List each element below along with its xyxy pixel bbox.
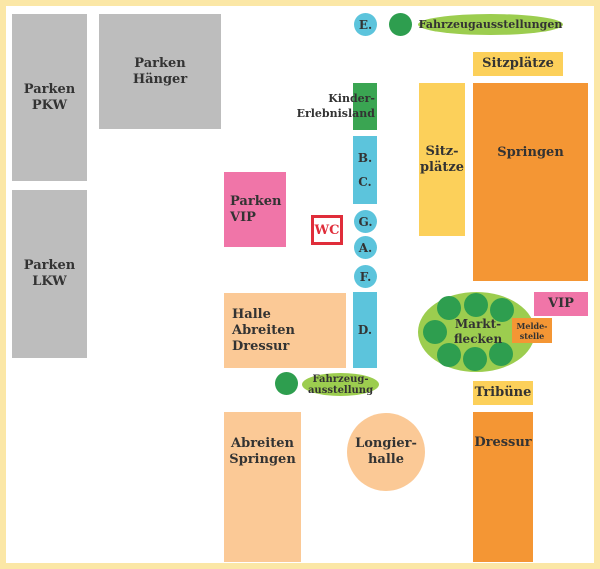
- fahrzeugausstellungen: Fahrzeugausstellungen: [418, 14, 563, 35]
- sitzplaetze-top: Sitzplätze: [473, 52, 563, 76]
- entrance-a: A.: [354, 236, 377, 259]
- tribuene: Tribüne: [473, 381, 533, 405]
- parking-haenger: Parken Hänger: [99, 14, 221, 129]
- tree-top: [389, 13, 412, 36]
- dressur-arena: Dressur: [473, 412, 533, 562]
- entrance-f: F.: [354, 265, 377, 288]
- tree-lower: [275, 372, 298, 395]
- meldestelle-label: Melde- stelle: [516, 320, 548, 341]
- entrance-f-label: F.: [359, 269, 372, 284]
- halle-abreiten-dressur: Halle Abreiten Dressur: [224, 293, 346, 368]
- market-tree-2: [464, 293, 488, 317]
- entrance-bc-label: B. C.: [357, 151, 373, 189]
- fahrzeugausstellung-label: Fahrzeug- ausstellung: [307, 373, 374, 396]
- market-tree-5: [437, 343, 461, 367]
- sitzplaetze-top-label: Sitzplätze: [482, 56, 554, 71]
- parking-vip: Parken VIP: [224, 172, 286, 247]
- longierhalle-label: Longier- halle: [355, 436, 417, 467]
- parking-haenger-label: Parken Hänger: [132, 55, 188, 87]
- parking-pkw-label: Parken PKW: [23, 81, 76, 113]
- kinder-erlebnisland-label: Kinder- Erlebnisland: [296, 92, 375, 120]
- marktflecken-label: Markt- flecken: [453, 317, 503, 346]
- market-tree-3: [490, 298, 514, 322]
- entrance-g-label: G.: [358, 214, 373, 229]
- market-tree-7: [489, 342, 513, 366]
- market-tree-1: [437, 296, 461, 320]
- wc-label: WC: [314, 222, 340, 238]
- entrance-d: D.: [353, 292, 377, 368]
- abreiten-springen: Abreiten Springen: [224, 412, 301, 562]
- wc-sign: WC: [311, 215, 343, 245]
- springen-arena: Springen: [473, 83, 588, 281]
- tribuene-label: Tribüne: [474, 385, 532, 400]
- vip-area: VIP: [534, 292, 588, 316]
- parking-lkw: Parken LKW: [12, 190, 87, 358]
- parking-pkw: Parken PKW: [12, 14, 87, 181]
- market-tree-4: [423, 320, 447, 344]
- parking-vip-label: Parken VIP: [230, 193, 282, 225]
- abreiten-springen-label: Abreiten Springen: [229, 436, 296, 467]
- fahrzeugausstellung: Fahrzeug- ausstellung: [302, 373, 379, 396]
- fahrzeugausstellungen-label: Fahrzeugausstellungen: [418, 18, 563, 31]
- sitzplaetze-side-label: Sitz- plätze: [419, 143, 465, 175]
- longierhalle: Longier- halle: [347, 413, 425, 491]
- springen-arena-label: Springen: [497, 145, 564, 160]
- entrance-a-label: A.: [358, 240, 373, 255]
- sitzplaetze-side: Sitz- plätze: [419, 83, 465, 236]
- vip-area-label: VIP: [548, 296, 574, 311]
- parking-lkw-label: Parken LKW: [23, 258, 76, 289]
- market-tree-6: [463, 347, 487, 371]
- entrance-e-label: E.: [358, 17, 373, 32]
- halle-abreiten-dressur-label: Halle Abreiten Dressur: [232, 306, 295, 354]
- meldestelle: Melde- stelle: [512, 318, 552, 343]
- entrance-e: E.: [354, 13, 377, 36]
- kinder-erlebnisland: Kinder- Erlebnisland: [297, 83, 377, 130]
- entrance-g: G.: [354, 210, 377, 233]
- dressur-arena-label: Dressur: [474, 435, 532, 450]
- entrance-d-label: D.: [357, 323, 373, 337]
- marktflecken-text: Markt- flecken: [448, 316, 508, 348]
- entrance-bc: B. C.: [353, 136, 377, 204]
